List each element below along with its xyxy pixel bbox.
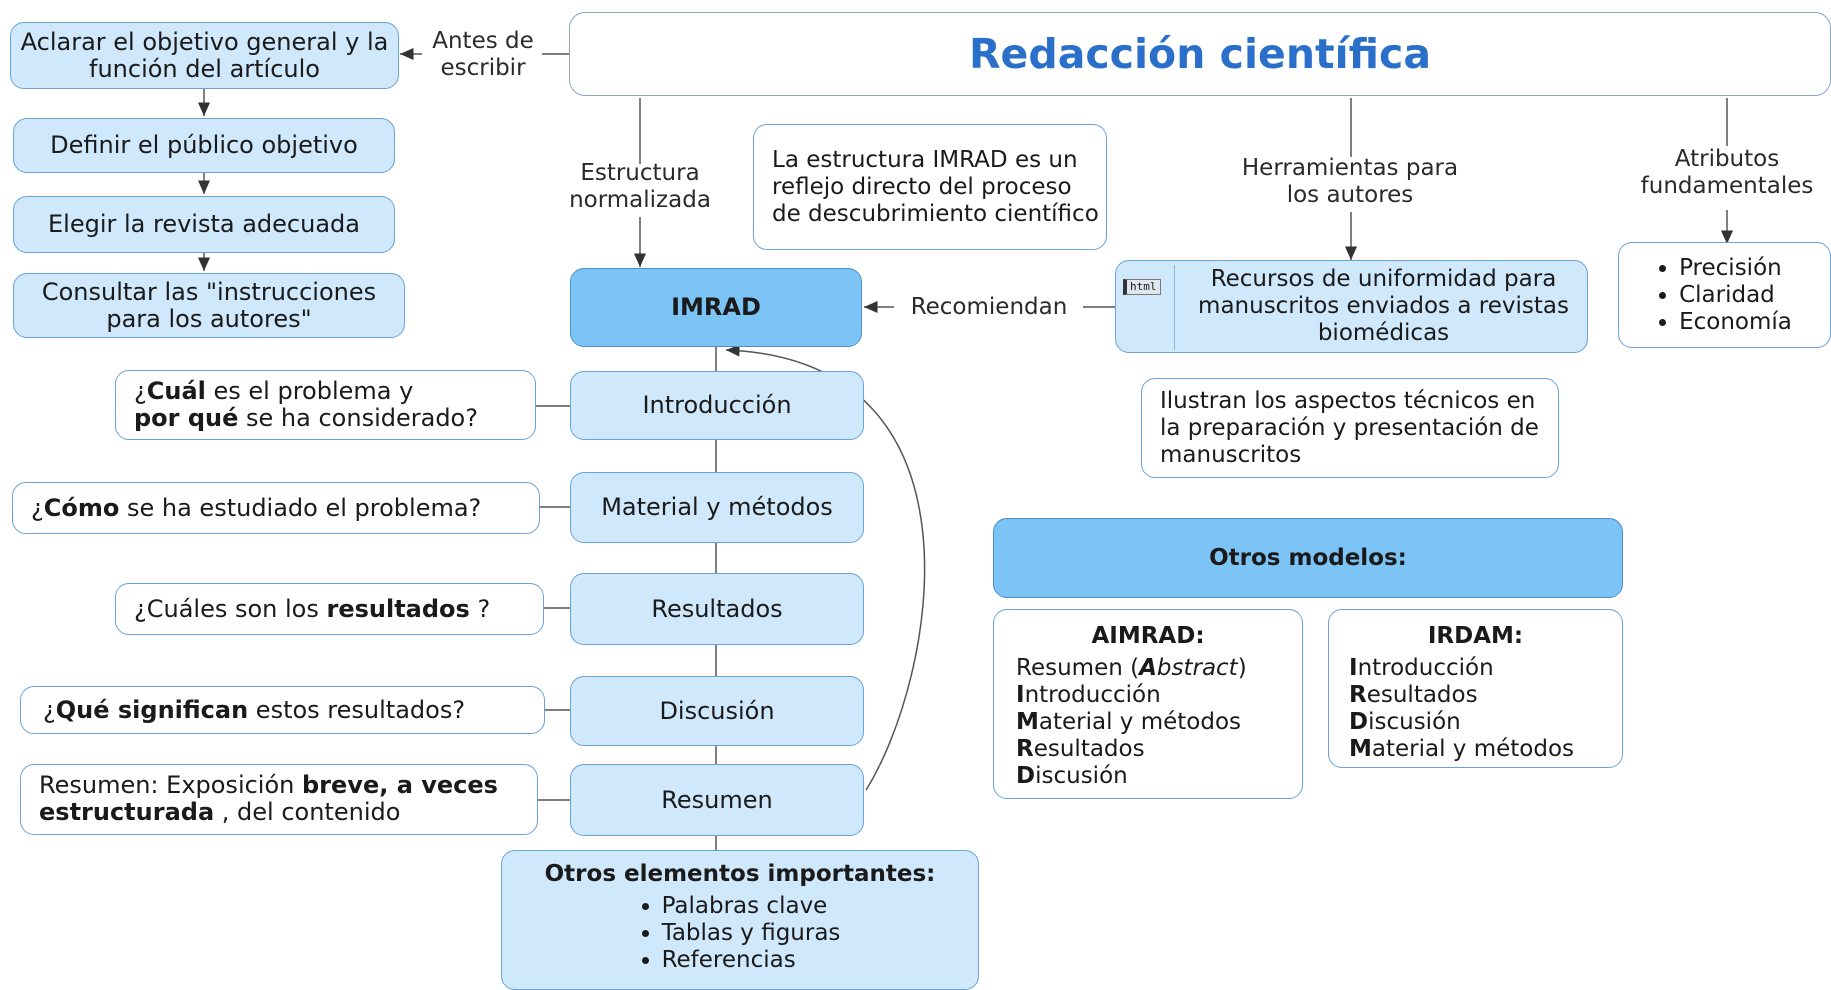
label-normalized-structure: Estructura normalizada: [569, 160, 711, 213]
resource-box: html Recursos de uniformidad para manusc…: [1115, 260, 1588, 353]
step-clarify-objective: Aclarar el objetivo general y la función…: [10, 22, 399, 89]
question-discusion: ¿Qué significan estos resultados?: [20, 686, 545, 734]
aimrad-line: Introducción: [1016, 682, 1161, 708]
summary-description: Resumen: Exposición breve, a veces estru…: [20, 764, 538, 835]
other-elements-list: Palabras clave Tablas y figuras Referenc…: [640, 893, 841, 974]
attribute-item: Economía: [1679, 309, 1792, 336]
aimrad-title: AIMRAD:: [1091, 623, 1205, 649]
other-models-box: Otros modelos:: [993, 518, 1623, 598]
attributes-list: Precisión Claridad Economía: [1657, 255, 1792, 336]
aimrad-line: Resumen (Abstract): [1016, 655, 1247, 681]
other-element-item: Tablas y figuras: [662, 920, 841, 947]
aimrad-box: AIMRAD: Resumen (Abstract) Introducción …: [993, 609, 1303, 799]
irdam-line: Material y métodos: [1349, 736, 1575, 762]
section-resultados: Resultados: [570, 573, 864, 645]
label-attributes: Atributos fundamentales: [1640, 146, 1814, 199]
other-elements-title: Otros elementos importantes:: [544, 861, 936, 887]
attributes-box: Precisión Claridad Economía: [1618, 242, 1831, 348]
attribute-item: Claridad: [1679, 282, 1792, 309]
html-file-icon: html: [1123, 279, 1161, 295]
irdam-box: IRDAM: Introducción Resultados Discusión…: [1328, 609, 1623, 768]
section-material-metodos: Material y métodos: [570, 472, 864, 543]
resource-icon-column: html: [1120, 265, 1175, 350]
imrad-note: La estructura IMRAD es un reflejo direct…: [753, 124, 1107, 250]
other-elements-box: Otros elementos importantes: Palabras cl…: [501, 850, 979, 990]
resource-note: Ilustran los aspectos técnicos en la pre…: [1141, 378, 1559, 478]
imrad-box: IMRAD: [570, 268, 862, 347]
step-define-audience: Definir el público objetivo: [13, 118, 395, 173]
irdam-title: IRDAM:: [1427, 623, 1524, 649]
label-recommend: Recomiendan: [910, 294, 1068, 320]
diagram-title: Redacción científica: [569, 12, 1831, 96]
aimrad-line: Resultados: [1016, 736, 1145, 762]
aimrad-line: Material y métodos: [1016, 709, 1242, 735]
section-introduccion: Introducción: [570, 371, 864, 440]
aimrad-line: Discusión: [1016, 763, 1128, 789]
other-element-item: Referencias: [662, 947, 841, 974]
irdam-line: Resultados: [1349, 682, 1478, 708]
question-introduccion: ¿Cuál es el problema y por qué se ha con…: [115, 370, 536, 440]
question-resultados: ¿Cuáles son los resultados ?: [115, 583, 544, 635]
label-author-tools: Herramientas para los autores: [1241, 155, 1459, 208]
question-metodos: ¿Cómo se ha estudiado el problema?: [12, 482, 540, 534]
irdam-line: Introducción: [1349, 655, 1494, 681]
attribute-item: Precisión: [1679, 255, 1792, 282]
section-discusion: Discusión: [570, 676, 864, 746]
label-before-writing: Antes de escribir: [432, 28, 534, 81]
step-author-instructions: Consultar las "instrucciones para los au…: [13, 273, 405, 338]
step-choose-journal: Elegir la revista adecuada: [13, 196, 395, 253]
other-element-item: Palabras clave: [662, 893, 841, 920]
resource-title: Recursos de uniformidad para manuscritos…: [1198, 266, 1569, 346]
section-resumen: Resumen: [570, 764, 864, 836]
irdam-line: Discusión: [1349, 709, 1461, 735]
